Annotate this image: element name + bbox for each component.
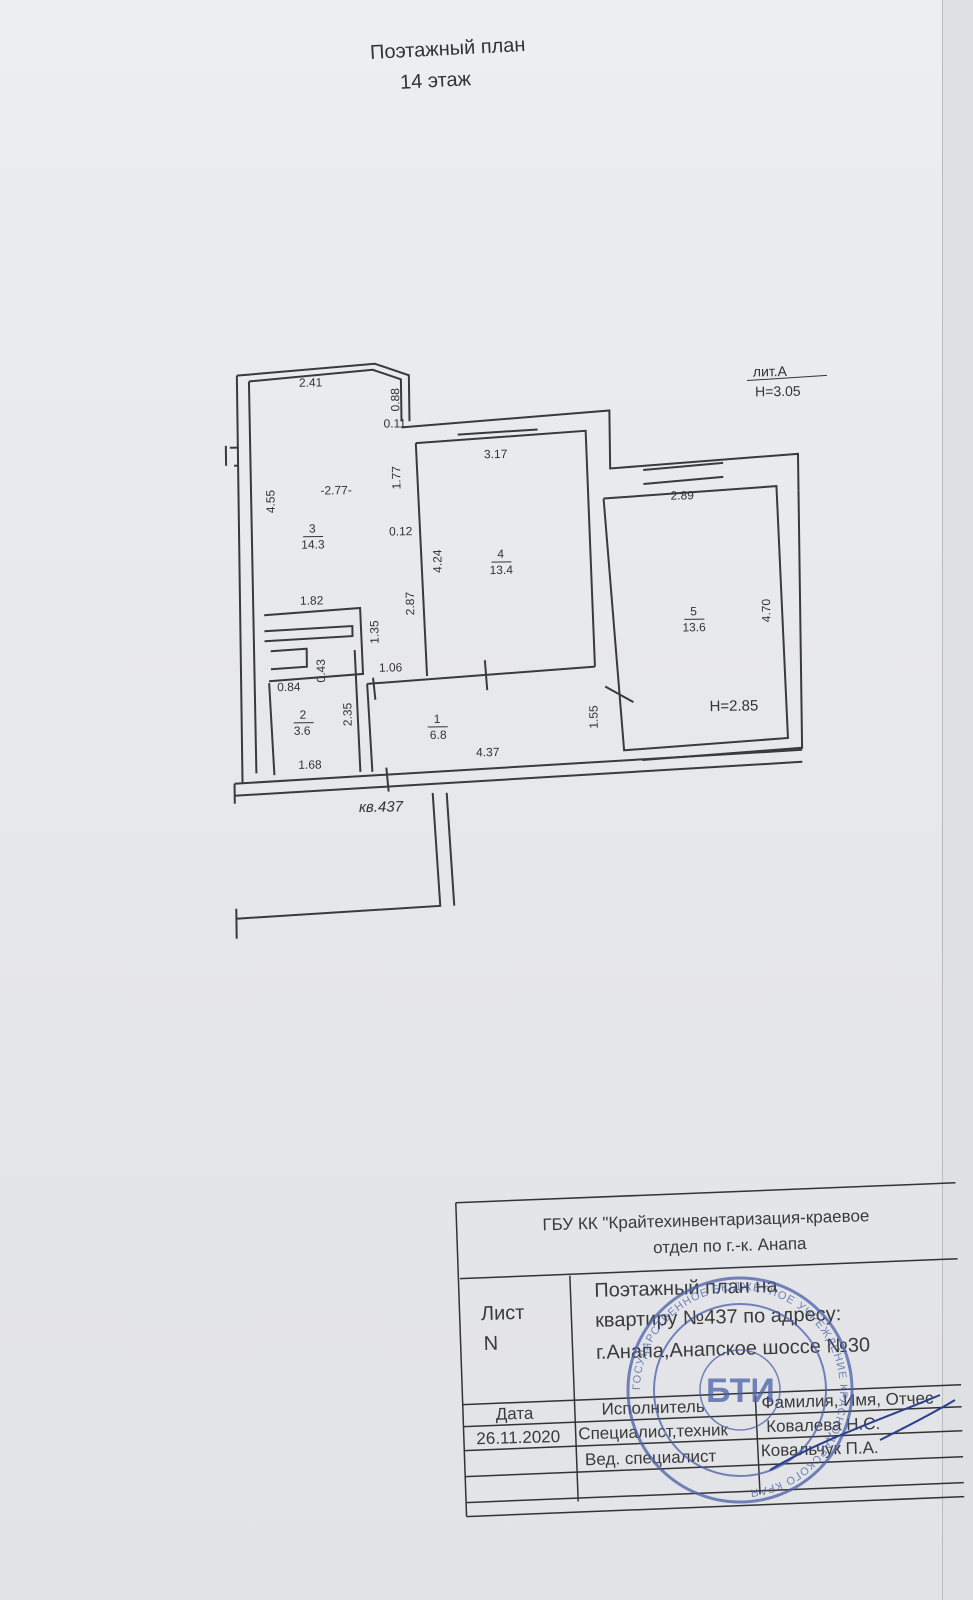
svg-text:4.37: 4.37 (476, 745, 500, 759)
row1-date: 26.11.2020 (476, 1427, 560, 1448)
svg-text:4: 4 (497, 547, 504, 561)
column-fullname: Фамилия, Имя, Отчес (761, 1388, 934, 1412)
room-2: 2 3.6 (293, 708, 314, 738)
svg-text:6.8: 6.8 (430, 728, 447, 742)
svg-text:4.55: 4.55 (263, 489, 277, 513)
svg-text:2: 2 (299, 708, 306, 722)
height-b-label: Н=2.85 (709, 697, 758, 715)
svg-text:0.84: 0.84 (277, 680, 301, 694)
apartment-label: кв.437 (359, 798, 404, 816)
svg-text:1.06: 1.06 (379, 660, 403, 674)
room-1: 1 6.8 (427, 712, 448, 742)
svg-text:-2.77-: -2.77- (320, 483, 352, 497)
title-block-grid (455, 1182, 965, 1518)
room-5: 5 13.6 (682, 604, 706, 634)
svg-text:1.82: 1.82 (300, 593, 324, 607)
org-name-line1: ГБУ КК "Крайтехинвентаризация-краевое (542, 1206, 869, 1234)
org-name-line2: отдел по г.-к. Анапа (653, 1234, 807, 1257)
svg-text:13.4: 13.4 (489, 563, 513, 577)
column-executor: Исполнитель (601, 1397, 705, 1419)
underlying-page-edge (942, 0, 973, 1600)
title-block-text: ГБУ КК "Крайтехинвентаризация-краевое от… (476, 1206, 934, 1469)
svg-text:3.17: 3.17 (484, 447, 508, 461)
svg-text:3: 3 (309, 522, 316, 536)
svg-text:4.70: 4.70 (759, 599, 773, 623)
signature (769, 1394, 956, 1471)
dimension-labels: 2.41 0.88 0.11 4.55 -2.77- 1.77 0.12 3.1… (263, 375, 773, 772)
svg-text:4.24: 4.24 (430, 549, 444, 573)
svg-text:1: 1 (434, 712, 441, 726)
svg-text:1.35: 1.35 (367, 620, 381, 644)
height-a-label: Н=3.05 (755, 383, 801, 400)
svg-text:5: 5 (690, 604, 697, 618)
svg-text:0.43: 0.43 (314, 659, 328, 683)
plan-walls (224, 362, 804, 939)
svg-text:0.88: 0.88 (388, 388, 402, 412)
room-labels: 3 14.3 4 13.4 5 13.6 2 3.6 1 (293, 522, 706, 742)
svg-text:3.6: 3.6 (294, 724, 311, 738)
row2-name: Ковальчук П.А. (761, 1438, 879, 1460)
sheet-label: Лист (481, 1302, 525, 1325)
room-3: 3 14.3 (301, 522, 325, 552)
svg-text:2.35: 2.35 (340, 702, 354, 726)
svg-text:0.12: 0.12 (389, 524, 413, 538)
svg-text:2.41: 2.41 (299, 375, 323, 389)
stamp-center-text: БТИ (706, 1372, 775, 1410)
row1-role: Специалист,техник (578, 1420, 729, 1443)
svg-text:2.87: 2.87 (403, 591, 417, 615)
litera-label: лит.А (753, 363, 788, 379)
svg-text:1.55: 1.55 (586, 705, 600, 729)
svg-text:1.68: 1.68 (298, 758, 322, 772)
svg-text:13.6: 13.6 (682, 620, 706, 634)
svg-text:14.3: 14.3 (301, 537, 325, 551)
svg-text:2.89: 2.89 (670, 488, 694, 502)
column-date: Дата (495, 1404, 534, 1424)
plan-annotations: лит.А Н=3.05 Н=2.85 кв.437 (359, 363, 827, 816)
svg-text:1.77: 1.77 (389, 466, 403, 490)
svg-text:0.11: 0.11 (383, 416, 406, 430)
room-4: 4 13.4 (489, 547, 513, 577)
sheet-number: N (483, 1333, 498, 1355)
